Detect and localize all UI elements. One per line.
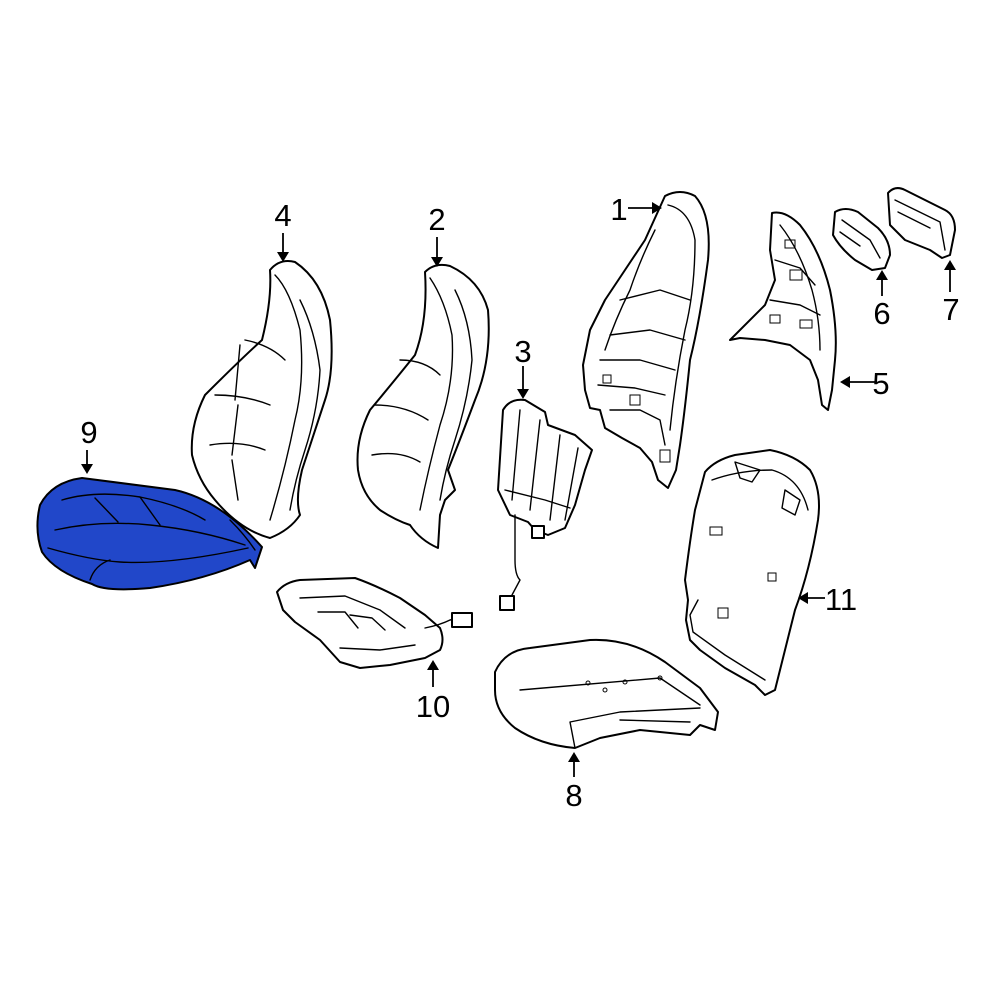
part-9-body [36, 477, 263, 591]
part-1-backrest-frame[interactable] [582, 191, 710, 489]
leader-lines [81, 202, 956, 777]
callout-11: 11 [825, 582, 857, 617]
part-7-end-cap[interactable] [887, 187, 956, 259]
part-9-seat-cushion-cover[interactable] [36, 477, 263, 591]
callout-8: 8 [565, 778, 582, 813]
callout-2: 2 [428, 202, 445, 237]
callout-labels: 4 2 3 1 5 6 7 8 9 10 11 [80, 192, 959, 813]
part-8-seat-cushion[interactable] [494, 638, 719, 749]
callout-10: 10 [416, 689, 450, 724]
part-10-seat-pan[interactable] [276, 577, 473, 669]
callout-5: 5 [872, 366, 889, 401]
callout-1: 1 [610, 192, 627, 227]
part-6-trim-piece[interactable] [832, 208, 891, 271]
part-3-heater-pad[interactable] [497, 398, 593, 611]
callout-3: 3 [514, 334, 531, 369]
callout-7: 7 [942, 292, 959, 327]
callout-9: 9 [80, 415, 97, 450]
callout-6: 6 [873, 296, 890, 331]
part-11-back-panel[interactable] [684, 449, 820, 696]
callout-4: 4 [274, 198, 291, 233]
part-2-backrest-trim[interactable] [356, 263, 490, 549]
part-4-backrest-cover[interactable] [190, 260, 333, 539]
part-5-rear-panel[interactable] [729, 211, 837, 411]
